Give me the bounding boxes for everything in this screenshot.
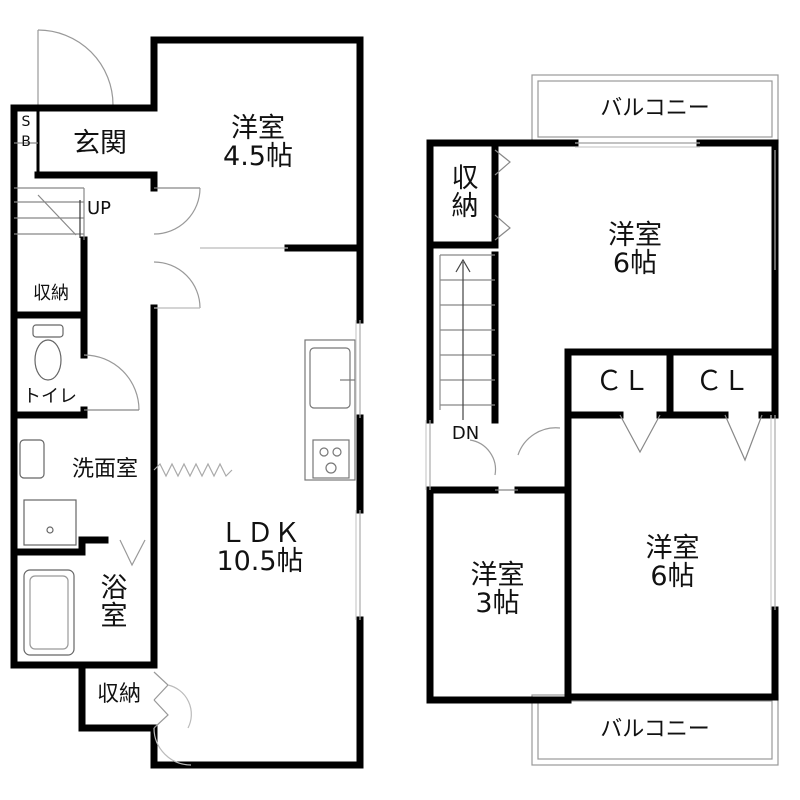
balcony-south-label: バルコニー [600,717,710,742]
bath-label: 浴 室 [90,573,138,633]
western-room-b-label: 洋室 3帖 [450,560,545,620]
storage-label: 収 納 [440,163,490,223]
second-floor-walls [426,139,779,704]
room-name: 洋室 [645,533,700,564]
closet-1-label: ＣＬ [595,366,650,397]
western-room-4-5-label: 洋室 4.5帖 [208,113,308,173]
entrance-door [37,29,114,106]
closet-2-label: ＣＬ [695,366,750,397]
ldk-size: 10.5帖 [216,546,304,578]
ldk-name: ＬＤＫ [219,518,301,549]
second-floor [425,74,779,766]
western-room-a-label: 洋室 6帖 [585,220,685,280]
room-size: 4.5帖 [223,141,293,173]
stair-up-label: UP [86,198,112,219]
bath-line1: 浴 [100,573,128,604]
balcony-north-label: バルコニー [600,96,710,121]
entrance-label: 玄関 [73,128,127,159]
first-floor-thin-lines [14,36,361,766]
storage-line1: 収 [451,163,479,194]
room-size: 3帖 [475,588,520,620]
room-name: 洋室 [470,560,525,591]
first-floor-walls [10,36,364,769]
shoe-box-label: S B [15,115,37,149]
western-room-c-label: 洋室 6帖 [620,533,725,593]
ldk-label: ＬＤＫ 10.5帖 [190,518,330,578]
first-floor [10,29,364,769]
storage-1-label: 収納 [33,283,69,304]
room-name: 洋室 [231,113,285,144]
second-floor-thin-lines [425,142,776,704]
storage-line2: 納 [451,191,479,223]
room-size: 6帖 [612,248,658,280]
stair-down-label: DN [451,423,480,444]
toilet-label: トイレ [23,386,77,407]
shoe-box-line2: B [21,133,31,150]
bath-line2: 室 [100,601,128,633]
shoe-box-line1: S [21,114,31,130]
storage-2-label: 収納 [96,682,141,707]
washroom-label: 洗面室 [71,457,138,482]
room-name: 洋室 [608,220,662,251]
room-size: 6帖 [650,561,695,593]
